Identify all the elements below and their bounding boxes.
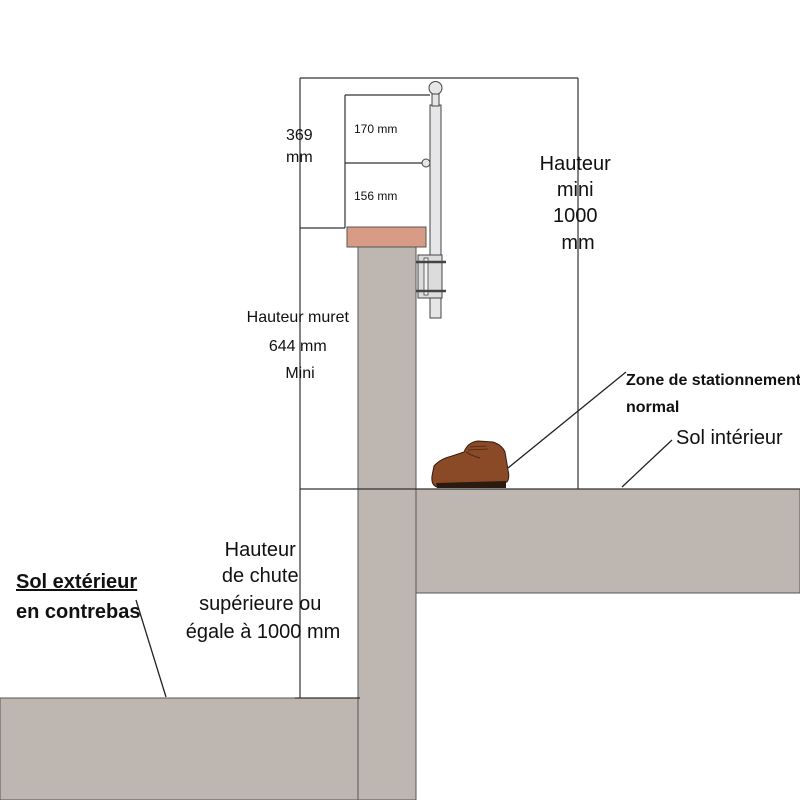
hauteur-chute-label: Hauteur de chute supérieure ou égale à 1…: [186, 539, 341, 643]
hauteur-muret-label: Hauteur muret 644 mm Mini: [247, 309, 354, 382]
interior-floor-slab: [414, 488, 800, 594]
post-cap: [428, 81, 443, 95]
leader-sol-exterieur: [135, 599, 167, 698]
exterior-ground: [0, 697, 361, 800]
sol-interieur-label: Sol intérieur: [676, 427, 783, 449]
leader-sol-interieur: [621, 439, 673, 488]
rail-connector: [421, 158, 431, 168]
leader-zone: [507, 371, 627, 469]
shoe-icon: [431, 440, 510, 488]
hauteur-mini-label: Hauteur mini 1000 mm: [540, 153, 617, 254]
sol-exterieur-label: Sol extérieur: [16, 571, 137, 593]
dim-156-label: 156 mm: [354, 189, 397, 203]
dimension-lines: [295, 77, 800, 699]
lower-slab: [415, 593, 800, 800]
wall-coping: [346, 226, 427, 248]
wall: [357, 245, 417, 800]
dim-170-label: 170 mm: [354, 122, 397, 136]
railing-post: [416, 81, 446, 319]
zone-stationnement-label: Zone de stationnement normal: [626, 372, 800, 416]
dim-369-label: 369 mm: [286, 127, 317, 166]
sol-exterieur-label-2: en contrebas: [16, 601, 140, 623]
